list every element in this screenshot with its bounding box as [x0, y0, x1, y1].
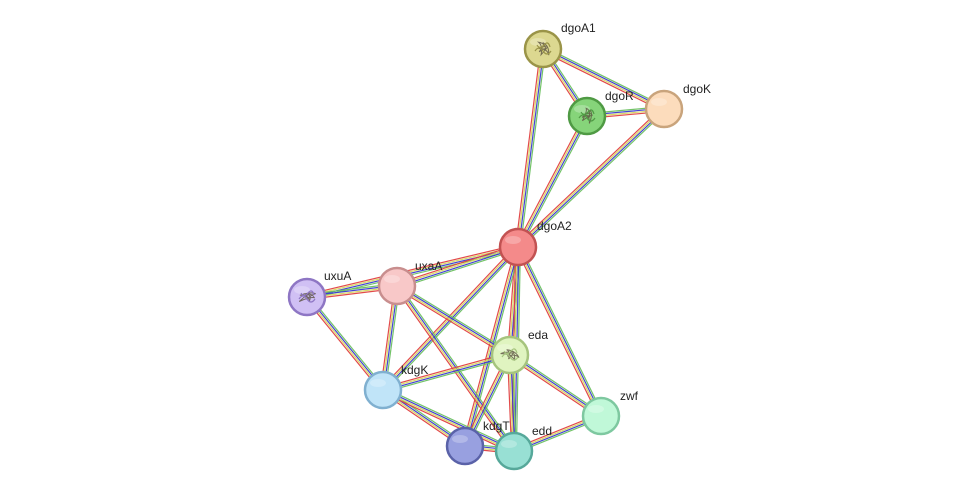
edge-eda-kdgK — [382, 352, 511, 393]
node-kdgT[interactable]: kdgT — [445, 419, 510, 466]
edge-line — [397, 247, 519, 288]
edge-uxaA-eda — [395, 283, 512, 358]
node-label: dgoK — [683, 82, 711, 96]
node-edd[interactable]: edd — [494, 424, 552, 471]
edge-dgoA1-dgoK — [541, 46, 666, 112]
edge-line — [381, 391, 514, 454]
node-dgoA2[interactable]: dgoA2 — [498, 219, 572, 267]
edge-line — [306, 245, 518, 297]
node-highlight — [294, 286, 310, 294]
edge-line — [515, 114, 586, 247]
node-circle[interactable] — [581, 396, 621, 436]
node-kdgK[interactable]: kdgK — [363, 363, 428, 410]
node-zwf[interactable]: zwf — [581, 389, 639, 436]
edge-line — [516, 48, 543, 247]
edge-line — [462, 246, 517, 446]
edge-line — [543, 47, 665, 109]
node-label: dgoA2 — [537, 219, 572, 233]
node-highlight — [452, 435, 468, 443]
edge-layer — [304, 46, 667, 454]
edge-line — [383, 388, 515, 451]
edge-line — [382, 352, 510, 389]
edge-line — [543, 46, 666, 108]
edge-dgoA1-dgoA2 — [515, 48, 546, 248]
node-label: dgoR — [605, 89, 634, 103]
node-layer: dgoA1 dgoR dgoK dgoA2 uxuA uxaA eda kdgK zwf kdgT… — [287, 21, 711, 471]
node-highlight — [588, 405, 604, 413]
node-circle[interactable] — [445, 426, 485, 466]
edge-line — [518, 246, 603, 416]
edge-line — [515, 48, 542, 247]
edge-line — [519, 245, 604, 416]
edge-line — [396, 244, 518, 285]
node-label: eda — [528, 328, 548, 342]
node-label: kdgT — [483, 419, 510, 433]
edge-line — [518, 116, 589, 248]
node-uxaA[interactable]: uxaA — [377, 259, 442, 306]
edge-line — [519, 116, 590, 249]
edge-line — [383, 355, 511, 392]
edge-line — [519, 49, 546, 248]
edge-dgoR-dgoA2 — [515, 114, 590, 249]
edge-line — [308, 295, 386, 389]
node-label: uxaA — [415, 259, 442, 273]
edge-line — [396, 286, 510, 357]
node-label: uxuA — [324, 269, 351, 283]
protein-structure-icon — [534, 41, 552, 57]
edge-dgoA2-uxaA — [396, 244, 519, 289]
protein-structure-icon — [298, 290, 316, 303]
node-dgoR[interactable]: dgoR — [567, 89, 634, 136]
node-label: dgoA1 — [561, 21, 596, 35]
edge-line — [518, 49, 545, 248]
edge-line — [396, 245, 518, 286]
edge-line — [515, 247, 600, 418]
edge-line — [516, 115, 587, 247]
edge-line — [307, 296, 385, 390]
node-highlight — [505, 236, 521, 244]
edge-line — [541, 50, 664, 112]
node-circle[interactable] — [498, 227, 538, 267]
edge-line — [383, 356, 511, 393]
node-circle[interactable] — [377, 266, 417, 306]
edge-line — [515, 106, 663, 246]
edge-line — [517, 107, 664, 247]
protein-structure-icon — [500, 348, 520, 362]
edge-line — [516, 247, 601, 417]
protein-structure-icon — [578, 107, 596, 124]
edge-line — [542, 49, 664, 111]
edge-line — [382, 353, 510, 390]
edge-line — [397, 285, 516, 451]
edge-line — [306, 244, 518, 296]
node-uxuA[interactable]: uxuA — [287, 269, 351, 317]
edge-line — [382, 390, 514, 453]
edge-line — [383, 247, 520, 391]
edge-line — [397, 283, 512, 354]
node-highlight — [501, 440, 517, 448]
edge-line — [397, 248, 519, 289]
edge-line — [397, 284, 511, 355]
node-highlight — [370, 379, 386, 387]
edge-line — [304, 298, 382, 392]
node-highlight — [384, 275, 400, 283]
edge-line — [395, 287, 510, 358]
edge-line — [383, 387, 516, 450]
edge-line — [518, 109, 665, 249]
node-dgoK[interactable]: dgoK — [644, 82, 711, 129]
edge-line — [519, 110, 667, 250]
edge-kdgK-edd — [381, 387, 516, 454]
edge-line — [305, 297, 383, 391]
node-label: edd — [532, 424, 552, 438]
node-dgoA1[interactable]: dgoA1 — [523, 21, 596, 69]
edge-dgoK-dgoA2 — [515, 106, 667, 250]
node-circle[interactable] — [644, 89, 684, 129]
node-label: zwf — [620, 389, 639, 403]
node-highlight — [651, 98, 667, 106]
edge-uxuA-kdgK — [304, 295, 386, 392]
edge-dgoA2-zwf — [515, 245, 604, 418]
node-circle[interactable] — [494, 431, 534, 471]
node-label: kdgK — [401, 363, 428, 377]
node-eda[interactable]: eda — [490, 328, 548, 375]
node-circle[interactable] — [363, 370, 403, 410]
